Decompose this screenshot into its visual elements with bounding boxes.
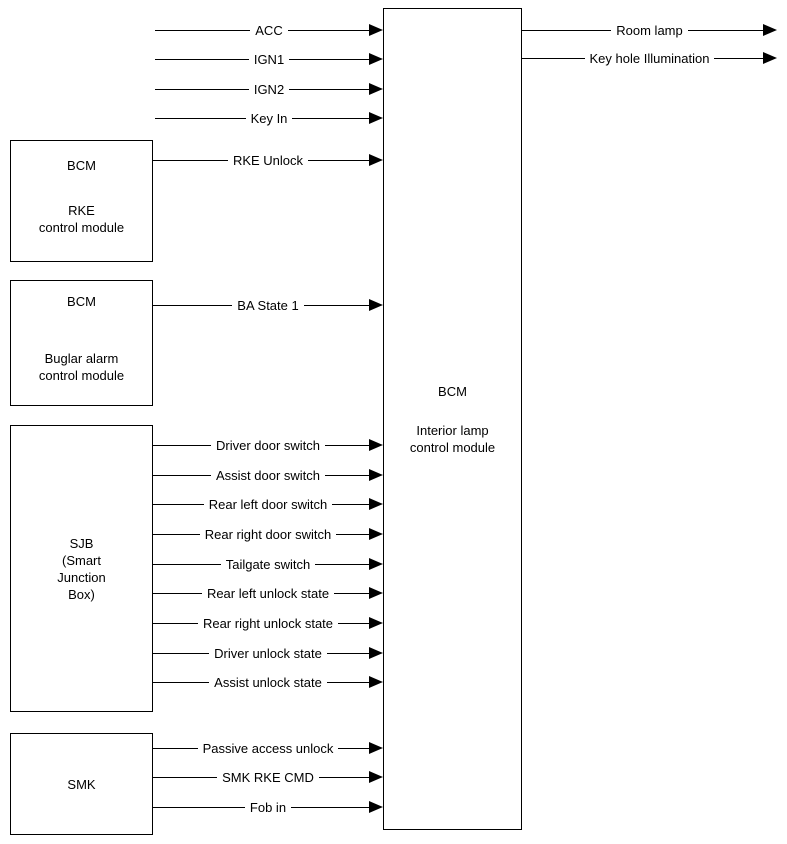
arrow-right-icon [369, 498, 383, 510]
arrow-right-icon [369, 528, 383, 540]
rke-control-module-box: BCM RKE control module [10, 140, 153, 262]
signal-label: Fob in [244, 799, 292, 815]
signal-label: Key In [245, 110, 293, 126]
arrow-right-icon [369, 617, 383, 629]
input-signal-ign1: IGN1 [155, 50, 383, 68]
smk-box: SMK [10, 733, 153, 835]
input-signal-assist-unlock-state: Assist unlock state [153, 673, 383, 691]
input-signal-ba-state-1: BA State 1 [153, 296, 383, 314]
signal-label: Assist door switch [210, 467, 326, 483]
arrow-right-icon [369, 801, 383, 813]
sjb-smart-junction-box: SJB (Smart Junction Box) [10, 425, 153, 712]
input-signal-key-in: Key In [155, 109, 383, 127]
rke-box-line3: control module [38, 220, 125, 235]
signal-label: Rear right unlock state [197, 615, 339, 631]
arrow-right-icon [369, 154, 383, 166]
input-signal-rear-left-door-switch: Rear left door switch [153, 495, 383, 513]
arrow-right-icon [369, 439, 383, 451]
burglar-box-title: BCM [67, 294, 96, 309]
arrow-right-icon [369, 647, 383, 659]
arrow-right-icon [369, 742, 383, 754]
signal-label: Driver unlock state [209, 645, 327, 661]
central-box-subtitle-line1: Interior lamp [416, 422, 489, 438]
arrow-right-icon [369, 469, 383, 481]
input-signal-tailgate-switch: Tailgate switch [153, 555, 383, 573]
signal-label: Driver door switch [210, 437, 326, 453]
input-signal-rear-right-unlock-state: Rear right unlock state [153, 614, 383, 632]
signal-label: Key hole Illumination [584, 50, 715, 66]
input-signal-assist-door-switch: Assist door switch [153, 466, 383, 484]
signal-label: IGN2 [248, 81, 290, 97]
burglar-alarm-control-module-box: BCM Buglar alarm control module [10, 280, 153, 406]
input-signal-rear-left-unlock-state: Rear left unlock state [153, 584, 383, 602]
signal-label: Rear left unlock state [201, 585, 335, 601]
signal-label: Rear left door switch [203, 496, 333, 512]
sjb-box-line4: Box) [68, 586, 95, 602]
input-signal-passive-access-unlock: Passive access unlock [153, 739, 383, 757]
signal-label: Rear right door switch [199, 526, 337, 542]
arrow-right-icon [369, 53, 383, 65]
arrow-right-icon [369, 299, 383, 311]
burglar-box-line2: Buglar alarm [44, 351, 119, 366]
arrow-right-icon [369, 676, 383, 688]
sjb-box-line3: Junction [57, 569, 106, 585]
input-signal-acc: ACC [155, 21, 383, 39]
signal-label: RKE Unlock [227, 152, 309, 168]
signal-label: IGN1 [248, 51, 290, 67]
input-signal-fob-in: Fob in [153, 798, 383, 816]
signal-label: ACC [250, 22, 288, 38]
input-signal-ign2: IGN2 [155, 80, 383, 98]
sjb-box-line2: (Smart [62, 552, 101, 568]
signal-label: Room lamp [611, 22, 688, 38]
sjb-box-title: SJB [69, 535, 94, 551]
signal-label: Assist unlock state [209, 674, 327, 690]
output-signal-room-lamp: Room lamp [522, 21, 777, 39]
central-box-subtitle-line2: control module [409, 439, 496, 455]
arrow-right-icon [369, 83, 383, 95]
signal-label: Tailgate switch [220, 556, 316, 572]
output-signal-key-hole-illumination: Key hole Illumination [522, 49, 777, 67]
arrow-right-icon [369, 771, 383, 783]
arrow-right-icon [369, 587, 383, 599]
input-signal-rke-unlock: RKE Unlock [153, 151, 383, 169]
signal-label: BA State 1 [232, 297, 304, 313]
arrow-right-icon [763, 24, 777, 36]
smk-box-title: SMK [67, 776, 96, 792]
signal-label: Passive access unlock [197, 740, 339, 756]
arrow-right-icon [369, 24, 383, 36]
rke-box-line2: RKE [68, 203, 95, 218]
arrow-right-icon [369, 558, 383, 570]
central-box-title: BCM [438, 383, 467, 399]
arrow-right-icon [369, 112, 383, 124]
input-signal-driver-unlock-state: Driver unlock state [153, 644, 383, 662]
central-module-box: BCM Interior lamp control module [383, 8, 522, 830]
signal-label: SMK RKE CMD [217, 769, 319, 785]
input-signal-smk-rke-cmd: SMK RKE CMD [153, 768, 383, 786]
rke-box-title: BCM [67, 158, 96, 173]
burglar-box-line3: control module [38, 368, 125, 383]
input-signal-driver-door-switch: Driver door switch [153, 436, 383, 454]
input-signal-rear-right-door-switch: Rear right door switch [153, 525, 383, 543]
arrow-right-icon [763, 52, 777, 64]
